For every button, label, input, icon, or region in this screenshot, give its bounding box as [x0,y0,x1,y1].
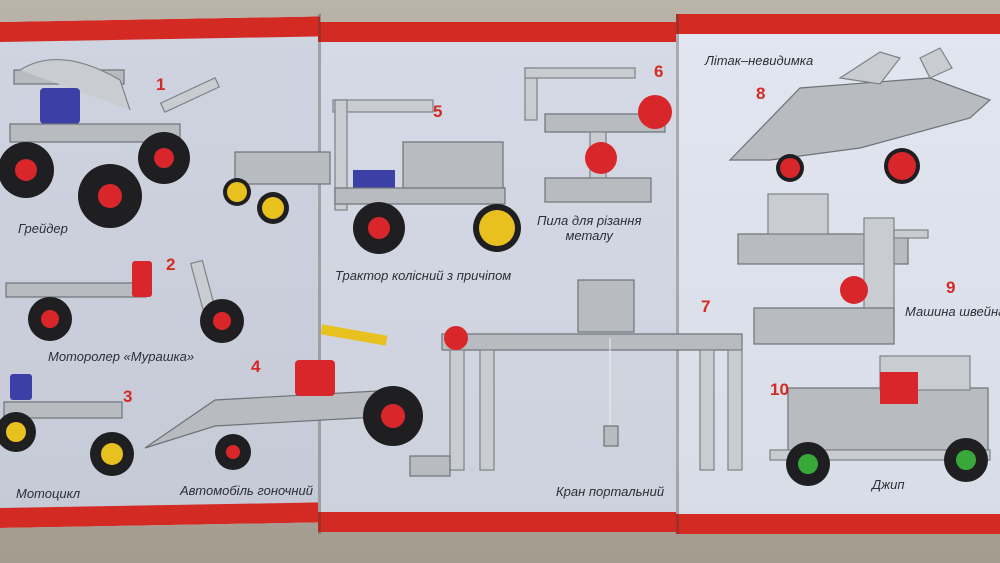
red-band-top [318,22,683,42]
model-label: Грейдер [18,221,68,236]
grader-model-image [0,59,221,228]
model-number: 10 [770,380,789,399]
model-number: 7 [701,297,711,316]
metal-saw-model-image [524,67,672,203]
model-label: Пила для різання металу [537,213,642,243]
racing-car-model-image [144,324,423,470]
model-number: 5 [433,102,443,121]
model-label: Трактор колісний з причіпом [335,268,512,283]
model-number: 8 [756,84,766,103]
red-band-bottom [318,512,683,532]
scooter-model-image [5,259,244,343]
jeep-model-image [769,355,991,486]
fold-line [318,14,321,534]
red-band-top [676,14,1000,34]
red-band-bottom [0,502,320,528]
red-band-top [0,16,320,42]
model-label: Автомобіль гоночний [180,483,313,498]
tractor-model-image [223,99,521,254]
model-label: Джип [872,477,905,492]
model-number: 9 [946,278,956,297]
red-band-bottom [676,514,1000,534]
fold-line [676,14,679,534]
stealth-plane-model-image [728,47,992,184]
model-number: 6 [654,62,664,81]
portal-crane-model-image [409,279,743,477]
model-label: Кран портальний [556,484,665,499]
model-label: Мотоцикл [16,486,81,501]
model-number: 4 [251,357,261,376]
model-label: Машина швейна [905,304,1000,319]
model-label: Літак–невидимка [705,53,814,68]
model-number: 3 [123,387,133,406]
model-label: Моторолер «Мурашка» [48,349,195,364]
model-number: 1 [156,75,166,94]
sewing-machine-model-image [737,193,929,345]
motorcycle-model-image [0,374,134,476]
model-number: 2 [166,255,176,274]
